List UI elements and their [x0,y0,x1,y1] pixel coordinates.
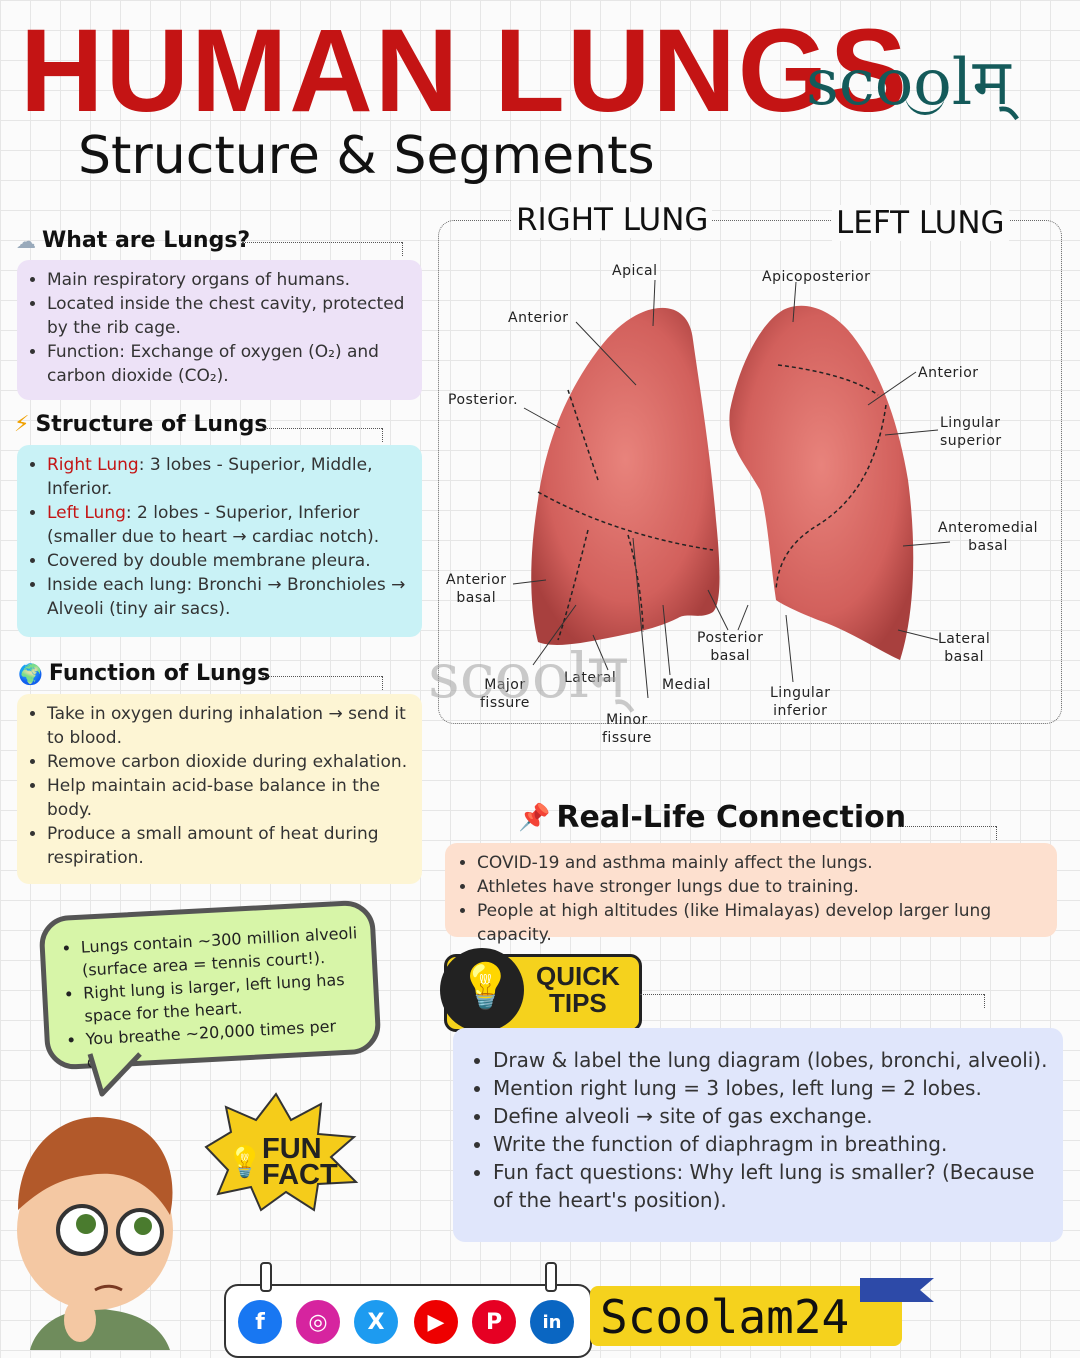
lightning-icon: ⚡ [14,412,30,437]
lightbulb-icon: 💡 [226,1145,264,1180]
social-handle[interactable]: Scoolam24 [600,1290,850,1344]
list-item: Define alveoli → site of gas exchange. [493,1102,1051,1130]
right-lung-label: Right Lung [47,455,139,475]
function-box: Take in oxygen during inhalation → send … [17,694,422,884]
list-item: Help maintain acid-base balance in the b… [47,774,412,822]
list-item: Mention right lung = 3 lobes, left lung … [493,1074,1051,1102]
section-connector [262,676,383,690]
lungs-illustration [512,279,951,699]
globe-icon: 🌍 [18,661,43,686]
list-item: Produce a small amount of heat during re… [47,822,412,870]
label-lateral: Lateral [564,670,617,686]
what-box: Main respiratory organs of humans. Locat… [17,260,422,400]
linkedin-icon[interactable]: in [530,1300,574,1344]
label-anterior-left: Anterior [918,365,979,381]
list-item: Write the function of diaphragm in breat… [493,1130,1051,1158]
right-lung-title: RIGHT LUNG [512,202,713,238]
page-title: HUMAN LUNGS [20,5,909,137]
funfact-bubble: Lungs contain ~300 million alveoli (surf… [38,899,382,1072]
list-item: Remove carbon dioxide during exhalation. [47,750,412,774]
ribbon-icon [860,1278,934,1302]
label-posterior: Posterior. [448,392,519,408]
quicktips-circle [440,948,524,1032]
left-lung-desc: : 2 lobes - Superior, Inferior (smaller … [47,503,380,547]
label-apical: Apical [612,263,658,279]
cloud-icon: ☁ [16,228,36,253]
list-item: Inside each lung: Bronchi → Bronchioles … [47,573,412,621]
logo-smile-icon [905,92,945,115]
structure-heading-text: Structure of Lungs [35,412,268,437]
youtube-icon[interactable]: ▶ [414,1300,458,1344]
function-heading: 🌍 Function of Lungs [18,661,270,686]
funfact-burst [204,1092,359,1212]
section-connector [262,428,383,442]
diagram-frame [438,220,1062,724]
right-lung-desc: : 3 lobes - Superior, Middle, Inferior. [47,455,373,499]
list-item: Fun fact questions: Why left lung is sma… [493,1158,1051,1214]
reallife-box: COVID-19 and asthma mainly affect the lu… [445,843,1057,945]
list-item: COVID-19 and asthma mainly affect the lu… [477,851,1047,875]
section-connector [640,994,985,1008]
bubble-tail [87,1052,142,1097]
facebook-icon[interactable]: f [238,1300,282,1344]
function-heading-text: Function of Lungs [48,661,271,686]
list-item: Main respiratory organs of humans. [47,268,412,292]
left-lung-label: Left Lung [47,503,126,523]
kid-illustration [17,1116,173,1350]
list-item: Right Lung: 3 lobes - Superior, Middle, … [47,453,412,501]
list-item: People at high altitudes (like Himalayas… [477,899,1047,947]
hanger-icon [260,1262,272,1292]
x-icon[interactable]: X [354,1300,398,1344]
structure-box: Right Lung: 3 lobes - Superior, Middle, … [17,445,422,637]
section-connector [898,826,997,840]
right-lung-shape [531,307,720,645]
list-item: Left Lung: 2 lobes - Superior, Inferior … [47,501,412,549]
what-heading: ☁ What are Lungs? [16,228,250,253]
list-item: Take in oxygen during inhalation → send … [47,702,412,750]
left-lung-shape [729,305,914,660]
section-connector [242,242,403,256]
handle-box [590,1286,902,1346]
list-item: Draw & label the lung diagram (lobes, br… [493,1046,1051,1074]
what-heading-text: What are Lungs? [42,228,251,253]
reallife-heading-text: Real-Life Connection [556,800,907,835]
left-lung-title: LEFT LUNG [832,205,1009,241]
watermark: scoolम् [428,639,627,712]
lightbulb-icon: 💡 [458,961,513,1012]
label-medial: Medial [662,677,711,693]
page-subtitle: Structure & Segments [78,126,655,186]
instagram-icon[interactable]: ◎ [296,1300,340,1344]
list-item: Function: Exchange of oxygen (O₂) and ca… [47,340,412,388]
brand-logo: scoolम् [806,46,1011,120]
label-apicoposterior: Apicoposterior [762,269,871,285]
list-item: Located inside the chest cavity, protect… [47,292,412,340]
hanger-icon [545,1262,557,1292]
list-item: Covered by double membrane pleura. [47,549,412,573]
structure-heading: ⚡ Structure of Lungs [14,412,268,437]
tips-box: Draw & label the lung diagram (lobes, br… [453,1028,1063,1242]
label-anterior-right: Anterior [508,310,569,326]
list-item: Athletes have stronger lungs due to trai… [477,875,1047,899]
reallife-heading: 📌 Real-Life Connection [518,800,906,835]
pinterest-icon[interactable]: P [472,1300,516,1344]
pushpin-icon: 📌 [518,802,551,833]
